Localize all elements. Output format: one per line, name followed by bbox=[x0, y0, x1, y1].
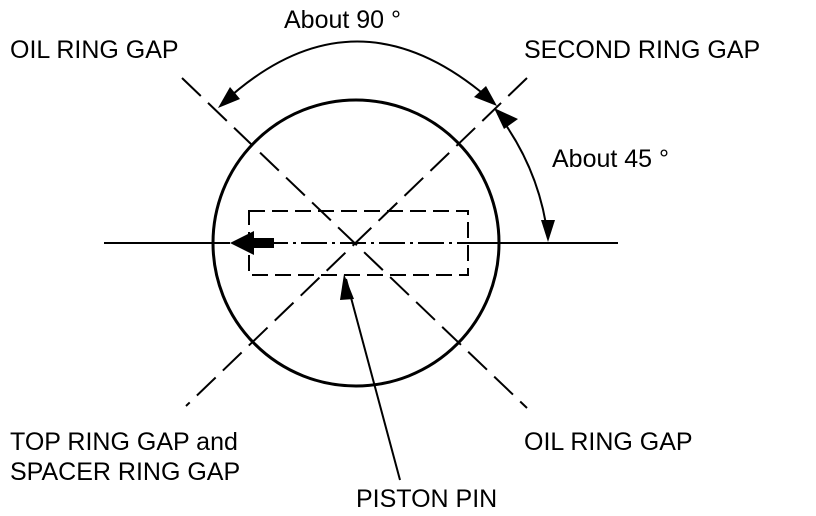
label-top-ring-gap-line2: SPACER RING GAP bbox=[10, 458, 240, 486]
gap-line-second-to-top bbox=[185, 77, 528, 407]
angle-90-arrow-right bbox=[474, 86, 497, 106]
label-angle-90: About 90 ° bbox=[284, 6, 401, 34]
piston-pin-leader-arrow bbox=[340, 274, 354, 300]
piston-pin-leader bbox=[345, 278, 401, 481]
label-oil-ring-gap-bottom: OIL RING GAP bbox=[524, 428, 693, 456]
label-angle-45: About 45 ° bbox=[552, 145, 669, 173]
label-piston-pin: PISTON PIN bbox=[356, 485, 497, 513]
angle-45-arrow-bottom bbox=[541, 220, 555, 242]
angle-90-arrow-left bbox=[218, 87, 240, 108]
angle-45-arrow-top bbox=[494, 108, 518, 129]
front-mark-arrow bbox=[230, 231, 274, 255]
angle-90-arc bbox=[222, 40, 495, 104]
label-top-ring-gap-line1: TOP RING GAP and bbox=[10, 428, 238, 456]
label-oil-ring-gap-top: OIL RING GAP bbox=[10, 36, 179, 64]
label-second-ring-gap: SECOND RING GAP bbox=[524, 36, 760, 64]
angle-45-arc bbox=[497, 113, 549, 239]
